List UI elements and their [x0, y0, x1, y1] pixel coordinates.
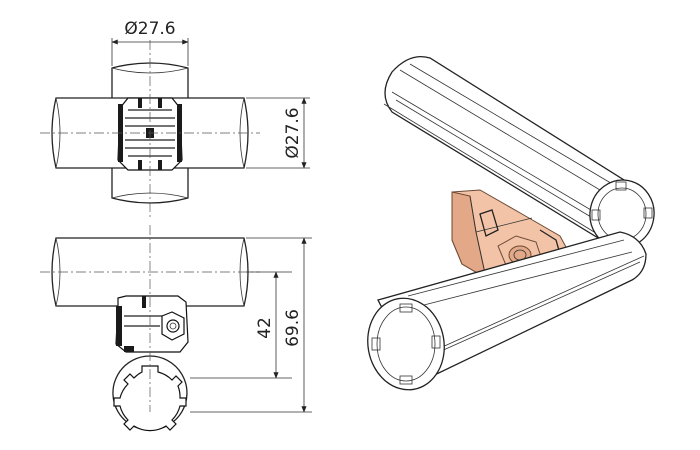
center-distance-dimension: 42 — [190, 271, 292, 379]
center-distance-label: 42 — [255, 317, 275, 339]
overall-height-dimension: 69.6 — [190, 237, 312, 413]
top-height-dimension: Ø27.6 — [246, 97, 310, 169]
iso-upper-tube — [383, 55, 655, 249]
top-view: Ø27.6 Ø27.6 — [40, 19, 310, 218]
side-view-joint — [115, 295, 189, 353]
top-width-dimension: Ø27.6 — [111, 19, 189, 66]
side-view: 42 69.6 — [40, 225, 312, 432]
top-width-label: Ø27.6 — [124, 19, 175, 39]
top-height-label: Ø27.6 — [283, 107, 303, 158]
overall-height-label: 69.6 — [283, 309, 303, 347]
iso-lower-tube — [367, 231, 647, 391]
isometric-view — [367, 55, 655, 391]
